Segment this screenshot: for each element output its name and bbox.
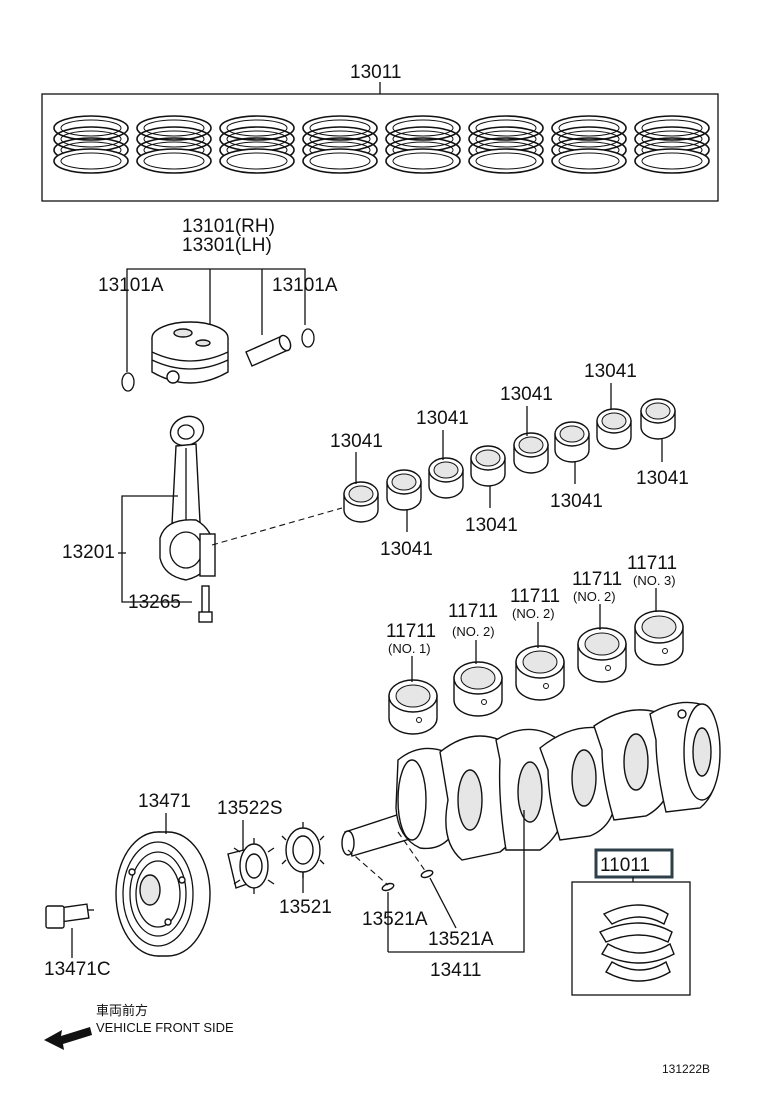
rod-bearing-shell[interactable] — [470, 445, 506, 487]
label-piston-lh: 13301(LH) — [182, 235, 272, 256]
piston-ring-stack[interactable] — [385, 115, 461, 174]
rod-bearing-shell[interactable] — [513, 432, 549, 474]
main-bearing-shell[interactable] — [515, 645, 565, 701]
label-13521: 13521 — [279, 897, 332, 918]
label-piston-rh: 13101(RH) — [182, 216, 275, 237]
piston-ring-stack[interactable] — [53, 115, 129, 174]
label-no2c: (NO. 2) — [573, 589, 616, 604]
label-11011: 11011 — [600, 855, 650, 876]
label-13471c: 13471C — [44, 959, 111, 980]
snap-ring-right[interactable] — [301, 328, 315, 348]
label-13041: 13041 — [380, 539, 433, 560]
piston-ring-stack[interactable] — [219, 115, 295, 174]
rod-bearing-shell[interactable] — [554, 421, 590, 463]
piston-ring-stack[interactable] — [551, 115, 627, 174]
label-13041: 13041 — [636, 468, 689, 489]
crankshaft-key-1[interactable] — [381, 882, 395, 892]
label-snap-ring-left: 13101A — [98, 275, 164, 296]
rod-bearing-shell[interactable] — [386, 469, 422, 511]
label-13522s: 13522S — [217, 798, 283, 819]
piston-ring-stack[interactable] — [302, 115, 378, 174]
crankshaft-key-2[interactable] — [420, 869, 434, 879]
label-13041: 13041 — [500, 384, 553, 405]
piston-pin[interactable] — [245, 334, 293, 367]
front-label-jp: 車両前方 — [96, 1003, 148, 1018]
piston-ring-set[interactable] — [41, 82, 719, 202]
label-13041: 13041 — [330, 431, 383, 452]
rod-bearing-shell[interactable] — [343, 481, 379, 523]
rod-bearing-shell[interactable] — [640, 398, 676, 440]
label-13471: 13471 — [138, 791, 191, 812]
connecting-rod-bolt[interactable] — [198, 585, 213, 623]
label-no3: (NO. 3) — [633, 573, 676, 588]
snap-ring-left[interactable] — [121, 372, 135, 392]
label-13201: 13201 — [62, 542, 115, 563]
label-13041: 13041 — [584, 361, 637, 382]
main-bearing-shell[interactable] — [388, 679, 438, 735]
piston-ring-stack[interactable] — [634, 115, 710, 174]
main-bearing-shell[interactable] — [634, 610, 684, 666]
label-no2a: (NO. 2) — [452, 624, 495, 639]
rod-bearing-shell[interactable] — [596, 408, 632, 450]
crankshaft-bearing-kit[interactable] — [571, 848, 691, 996]
crankshaft-pulley[interactable] — [115, 831, 211, 957]
timing-gear-assembly[interactable] — [227, 838, 275, 894]
label-13521a-1: 13521A — [362, 909, 428, 930]
label-13041: 13041 — [416, 408, 469, 429]
label-13041: 13041 — [550, 491, 603, 512]
label-11711-no1: 11711 — [386, 621, 436, 642]
crankshaft[interactable] — [341, 701, 721, 861]
piston-ring-stack[interactable] — [136, 115, 212, 174]
label-13041: 13041 — [465, 515, 518, 536]
main-bearing-shell[interactable] — [453, 661, 503, 717]
crankshaft-pulley-bolt[interactable] — [45, 903, 94, 929]
label-13011: 13011 — [350, 62, 401, 83]
piston[interactable] — [151, 321, 229, 384]
label-13521a-2: 13521A — [428, 929, 494, 950]
figure-id: 131222B — [662, 1062, 710, 1076]
label-13265: 13265 — [128, 592, 181, 613]
label-11711-no2a: 11711 — [448, 601, 498, 622]
front-label-en: VEHICLE FRONT SIDE — [96, 1020, 234, 1035]
label-11711-no3: 11711 — [627, 553, 677, 574]
label-13411: 13411 — [430, 960, 481, 981]
vehicle-front-arrow-icon — [44, 1027, 92, 1050]
crankshaft-timing-gear[interactable] — [281, 822, 325, 878]
rod-bearings[interactable] — [343, 398, 676, 523]
label-snap-ring-right: 13101A — [272, 275, 338, 296]
rod-bearing-shell[interactable] — [428, 457, 464, 499]
main-bearings[interactable] — [388, 610, 684, 735]
label-11711-no2c: 11711 — [572, 569, 622, 590]
label-11711-no2b: 11711 — [510, 586, 560, 607]
piston-ring-stack[interactable] — [468, 115, 544, 174]
label-no2b: (NO. 2) — [512, 606, 555, 621]
main-bearing-shell[interactable] — [577, 627, 627, 683]
label-no1: (NO. 1) — [388, 641, 431, 656]
connecting-rod[interactable] — [159, 411, 216, 581]
